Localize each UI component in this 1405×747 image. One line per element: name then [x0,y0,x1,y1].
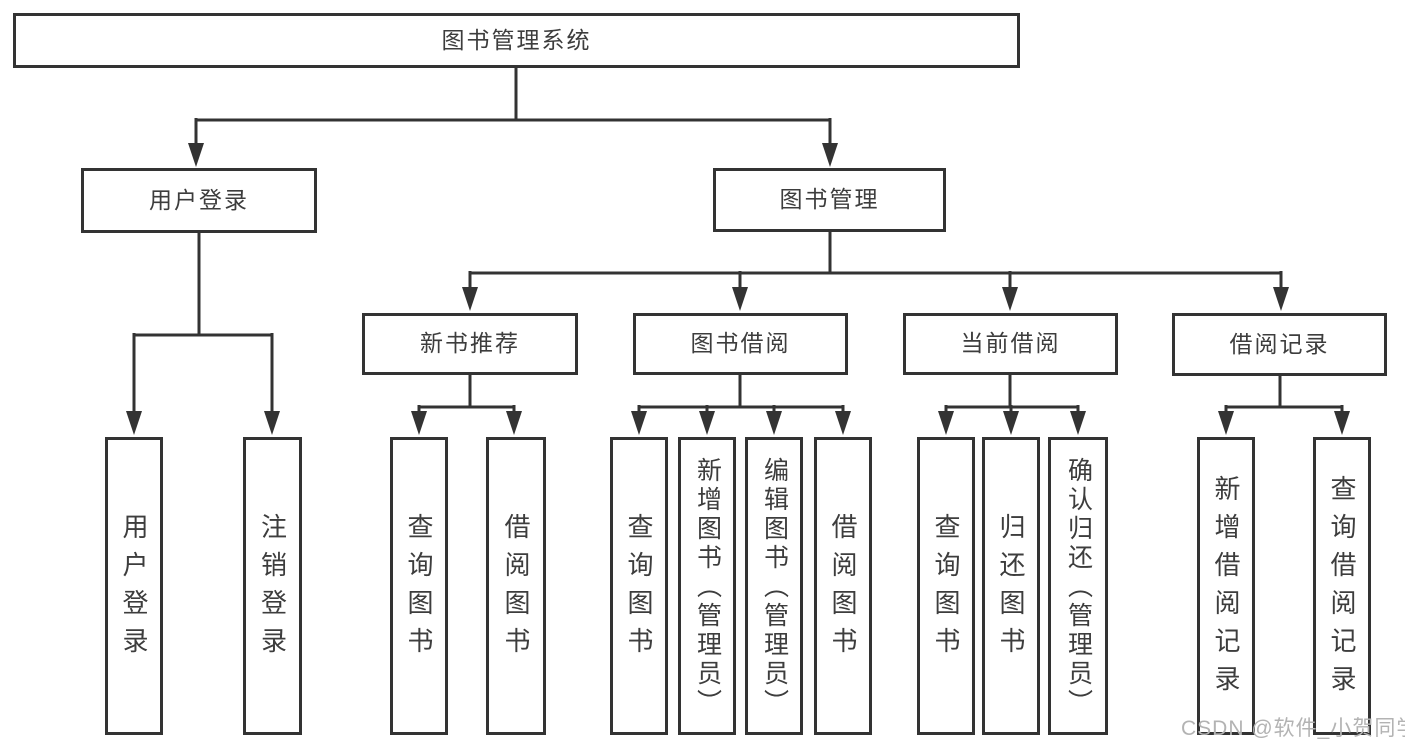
arrow-down-icon [1003,411,1019,435]
connector-book-management-split [468,232,1283,290]
arrow-down-icon [462,287,478,311]
arrow-down-icon [264,411,280,435]
connector-user-login-split [132,233,274,414]
node-leaf-user-login: 用户登录 [105,437,163,735]
connector-current-borrow-split [944,375,1080,414]
node-leaf-recommend-borrow-books: 借阅图书 [486,437,546,735]
node-leaf-current-query-books: 查询图书 [917,437,975,735]
node-user-login: 用户登录 [81,168,317,233]
node-leaf-add-borrow-record: 新增借阅记录 [1197,437,1255,735]
node-leaf-edit-books-admin: 编辑图书（管理员） [745,437,803,735]
arrow-down-icon [126,411,142,435]
arrow-down-icon [1070,411,1086,435]
arrow-down-icon [411,411,427,435]
arrow-down-icon [631,411,647,435]
node-leaf-logout: 注销登录 [243,437,302,735]
arrow-down-icon [822,143,838,167]
node-leaf-query-borrow-record: 查询借阅记录 [1313,437,1371,735]
arrow-down-icon [1002,287,1018,311]
node-borrow-records: 借阅记录 [1172,313,1387,376]
connector-borrowing-split [637,375,845,414]
node-root-system: 图书管理系统 [13,13,1020,68]
connector-recommend-split [417,375,516,414]
arrow-down-icon [1334,411,1350,435]
node-book-borrowing: 图书借阅 [633,313,848,375]
node-current-borrowing: 当前借阅 [903,313,1118,375]
node-leaf-borrowing-borrow-books: 借阅图书 [814,437,872,735]
arrow-down-icon [1273,287,1289,311]
arrow-down-icon [699,411,715,435]
node-leaf-add-books-admin: 新增图书（管理员） [678,437,736,735]
arrow-down-icon [938,411,954,435]
node-book-management: 图书管理 [713,168,946,232]
connector-records-split [1224,375,1344,414]
arrow-down-icon [835,411,851,435]
node-new-book-recommend: 新书推荐 [362,313,578,375]
arrow-down-icon [506,411,522,435]
node-leaf-confirm-return-admin: 确认归还（管理员） [1048,437,1108,735]
arrow-down-icon [188,143,204,167]
node-leaf-return-books: 归还图书 [982,437,1040,735]
connector-root-split [194,68,832,146]
arrow-down-icon [766,411,782,435]
csdn-watermark: CSDN @软件_小贺同学 [1181,717,1405,740]
arrow-down-icon [1218,411,1234,435]
arrow-down-icon [732,287,748,311]
node-leaf-recommend-query-books: 查询图书 [390,437,448,735]
node-leaf-borrowing-query-books: 查询图书 [610,437,668,735]
